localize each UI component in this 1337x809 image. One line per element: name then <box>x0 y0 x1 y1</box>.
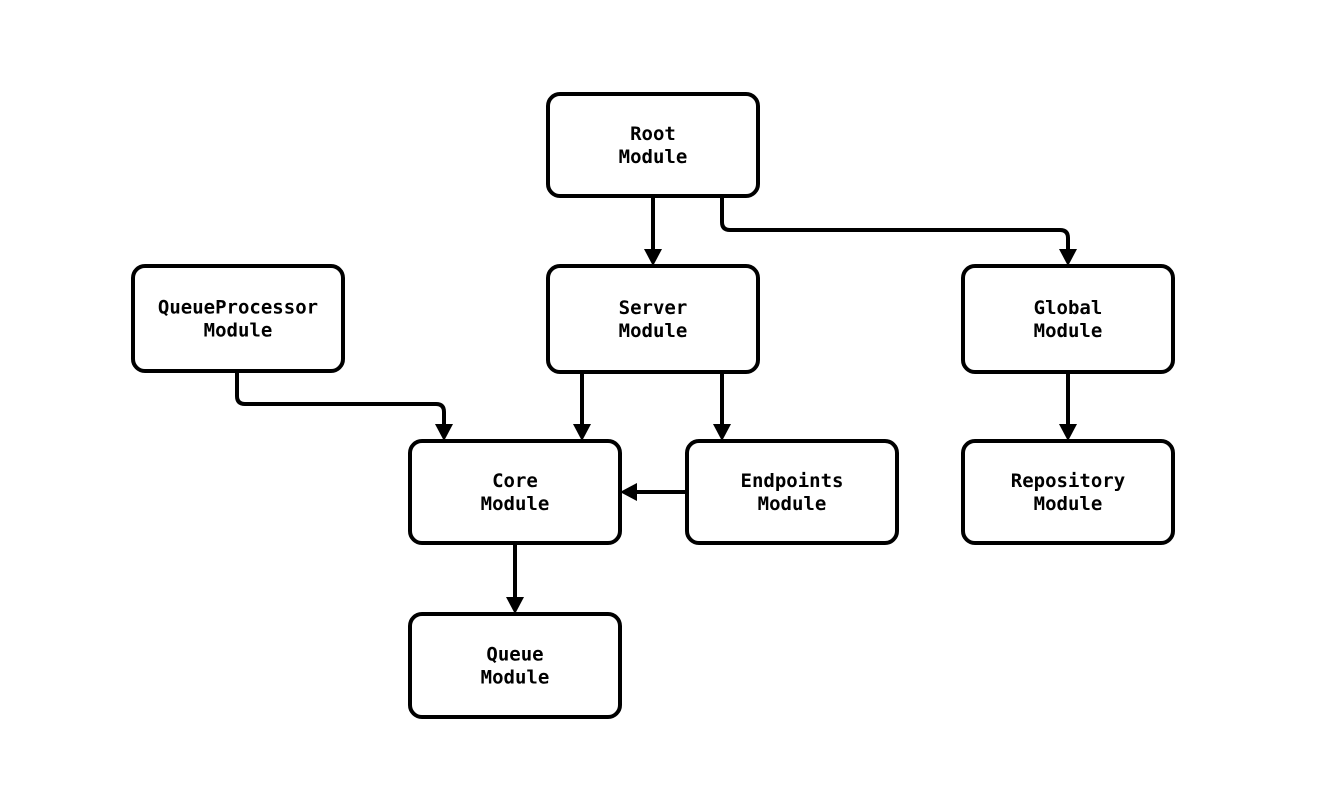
node-label-line2: Module <box>481 666 550 688</box>
node-label-line1: Endpoints <box>741 470 844 492</box>
edge-root-to-server <box>644 196 662 266</box>
edge-core-to-queue <box>506 543 524 614</box>
node-label-line1: Core <box>492 470 538 492</box>
node-label-line2: Module <box>204 319 273 341</box>
node-box[interactable] <box>131 264 345 373</box>
node-label-line2: Module <box>619 320 688 342</box>
edge-root-to-global <box>720 196 1077 266</box>
node-box[interactable] <box>685 439 899 545</box>
node-label-line2: Module <box>758 493 827 515</box>
node-label-line1: QueueProcessor <box>158 296 318 318</box>
edges-layer <box>235 196 1077 614</box>
arrow-head-icon <box>1059 249 1077 266</box>
edge-line <box>720 196 1070 250</box>
node-label-line1: Root <box>630 123 676 145</box>
arrow-head-icon <box>573 424 591 441</box>
edge-server-to-core <box>573 372 591 441</box>
node-label-line2: Module <box>1034 493 1103 515</box>
node-box[interactable] <box>546 264 760 374</box>
node-label-line1: Global <box>1034 297 1103 319</box>
arrow-head-icon <box>506 597 524 614</box>
node-box[interactable] <box>961 439 1175 545</box>
node-label-line2: Module <box>481 493 550 515</box>
edge-line <box>235 371 446 425</box>
arrow-head-icon <box>713 424 731 441</box>
node-label-line1: Server <box>619 297 688 319</box>
node-box[interactable] <box>408 439 622 545</box>
node-label-line1: Repository <box>1011 470 1125 492</box>
node-box[interactable] <box>546 92 760 198</box>
edge-queueprocessor-to-core <box>235 371 453 441</box>
node-label-line2: Module <box>619 146 688 168</box>
node-label-line1: Queue <box>486 643 543 665</box>
edge-server-to-endpoints <box>713 372 731 441</box>
edge-global-to-repository <box>1059 372 1077 441</box>
node-box[interactable] <box>961 264 1175 374</box>
edge-endpoints-to-core <box>620 483 687 501</box>
arrow-head-icon <box>620 483 637 501</box>
arrow-head-icon <box>644 249 662 266</box>
arrow-head-icon <box>435 424 453 441</box>
node-label-line2: Module <box>1034 320 1103 342</box>
node-box[interactable] <box>408 612 622 719</box>
arrow-head-icon <box>1059 424 1077 441</box>
